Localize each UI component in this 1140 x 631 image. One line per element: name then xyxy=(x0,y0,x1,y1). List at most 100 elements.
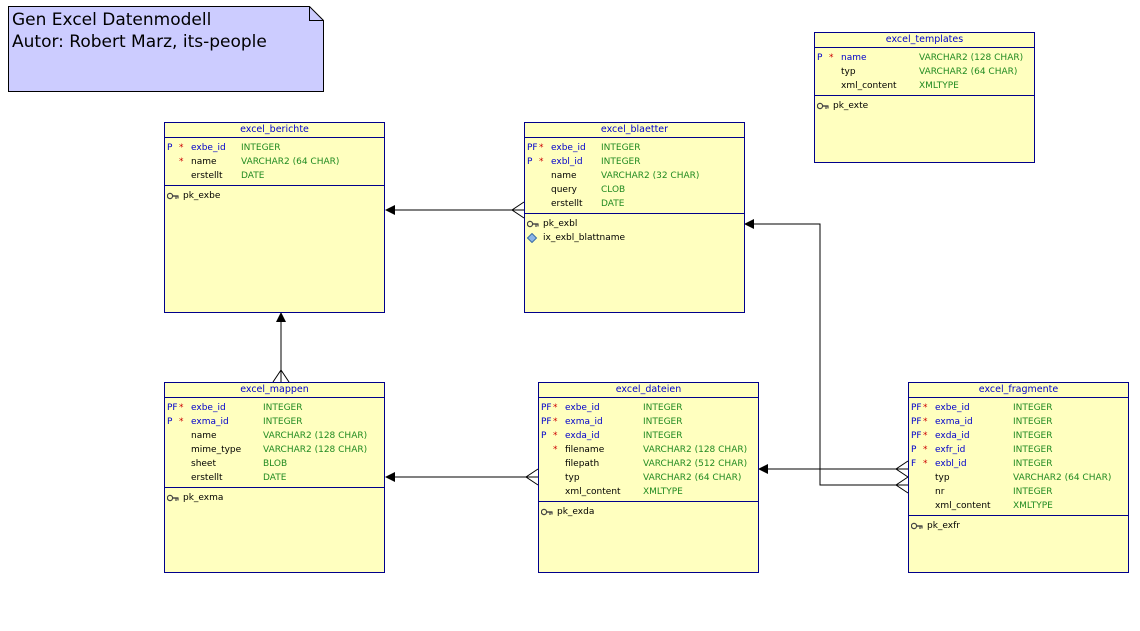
arrow-berichte-bottom xyxy=(276,312,286,322)
column-type: DATE xyxy=(263,473,287,483)
column-key-flag: PF xyxy=(527,143,538,153)
column-type: INTEGER xyxy=(263,403,303,413)
column-row: F * exbl_id INTEGER xyxy=(909,457,1128,471)
entity-title: excel_fragmente xyxy=(909,383,1128,398)
column-required-flag: * xyxy=(553,417,558,427)
index-list: pk_exbe xyxy=(165,186,384,203)
column-name: nr xyxy=(935,487,945,497)
column-type: VARCHAR2 (128 CHAR) xyxy=(919,53,1024,63)
column-name: name xyxy=(191,431,217,441)
column-row: typ VARCHAR2 (64 CHAR) xyxy=(909,471,1128,485)
index-name: pk_exda xyxy=(557,507,595,517)
column-name: exbl_id xyxy=(935,459,967,469)
column-type: VARCHAR2 (64 CHAR) xyxy=(1013,473,1112,483)
column-name: exma_id xyxy=(935,417,973,427)
column-type: INTEGER xyxy=(601,143,641,153)
column-type: INTEGER xyxy=(1013,403,1053,413)
column-key-flag: P xyxy=(167,417,173,427)
column-key-flag: PF xyxy=(911,431,922,441)
column-required-flag: * xyxy=(923,459,928,469)
column-required-flag: * xyxy=(829,53,834,63)
column-type: XMLTYPE xyxy=(919,81,959,91)
column-type: DATE xyxy=(241,171,265,181)
column-name: exbe_id xyxy=(935,403,970,413)
index-row: ix_exbl_blattname xyxy=(525,231,744,245)
index-row: pk_exfr xyxy=(909,519,1128,533)
index-row: pk_exte xyxy=(815,99,1034,113)
column-type: VARCHAR2 (64 CHAR) xyxy=(919,67,1018,77)
column-name: filepath xyxy=(565,459,600,469)
column-type: VARCHAR2 (64 CHAR) xyxy=(643,473,742,483)
note-title: Gen Excel Datenmodell xyxy=(12,10,212,30)
index-list: pk_exma xyxy=(165,488,384,505)
column-name: exbl_id xyxy=(551,157,583,167)
index-row: pk_exbl xyxy=(525,217,744,231)
column-required-flag: * xyxy=(553,431,558,441)
column-key-flag: PF xyxy=(167,403,178,413)
column-type: INTEGER xyxy=(1013,445,1053,455)
crowfoot-dateien xyxy=(525,468,539,486)
crowfoot-fragmente-blaetter xyxy=(895,476,909,494)
key-icon xyxy=(527,220,539,228)
column-name: sheet xyxy=(191,459,216,469)
column-key-flag: PF xyxy=(911,417,922,427)
entity-title: excel_mappen xyxy=(165,383,384,398)
column-key-flag: P xyxy=(911,445,917,455)
index-name: pk_exbe xyxy=(183,191,221,201)
column-key-flag: PF xyxy=(911,403,922,413)
column-type: VARCHAR2 (128 CHAR) xyxy=(643,445,748,455)
column-type: VARCHAR2 (512 CHAR) xyxy=(643,459,748,469)
column-key-flag: P xyxy=(527,157,533,167)
crowfoot-fragmente-dateien xyxy=(895,460,909,478)
entity-title: excel_berichte xyxy=(165,123,384,138)
column-required-flag: * xyxy=(553,403,558,413)
column-name: filename xyxy=(565,445,605,455)
column-name: query xyxy=(551,185,577,195)
column-row: PF* exbe_id INTEGER xyxy=(165,401,384,415)
column-row: mime_type VARCHAR2 (128 CHAR) xyxy=(165,443,384,457)
column-key-flag: F xyxy=(911,459,917,469)
column-name: typ xyxy=(935,473,950,483)
column-required-flag: * xyxy=(923,403,928,413)
note-shape xyxy=(8,6,324,92)
column-type: XMLTYPE xyxy=(1013,501,1053,511)
index-name: pk_exma xyxy=(183,493,224,503)
column-name: name xyxy=(551,171,577,181)
column-type: VARCHAR2 (128 CHAR) xyxy=(263,445,368,455)
index-name: pk_exte xyxy=(833,101,869,111)
entity-title: excel_blaetter xyxy=(525,123,744,138)
index-list: pk_exte xyxy=(815,96,1034,113)
column-name: mime_type xyxy=(191,445,242,455)
column-required-flag: * xyxy=(179,403,184,413)
entity-title: excel_dateien xyxy=(539,383,758,398)
column-key-flag: PF xyxy=(541,417,552,427)
key-icon xyxy=(167,192,179,200)
column-type: VARCHAR2 (32 CHAR) xyxy=(601,171,700,181)
column-required-flag: * xyxy=(179,143,184,153)
column-type: INTEGER xyxy=(643,403,683,413)
column-required-flag: * xyxy=(539,157,544,167)
column-name: exbe_id xyxy=(191,403,226,413)
column-key-flag: P xyxy=(817,53,823,63)
column-name: typ xyxy=(841,67,856,77)
column-type: INTEGER xyxy=(1013,459,1053,469)
